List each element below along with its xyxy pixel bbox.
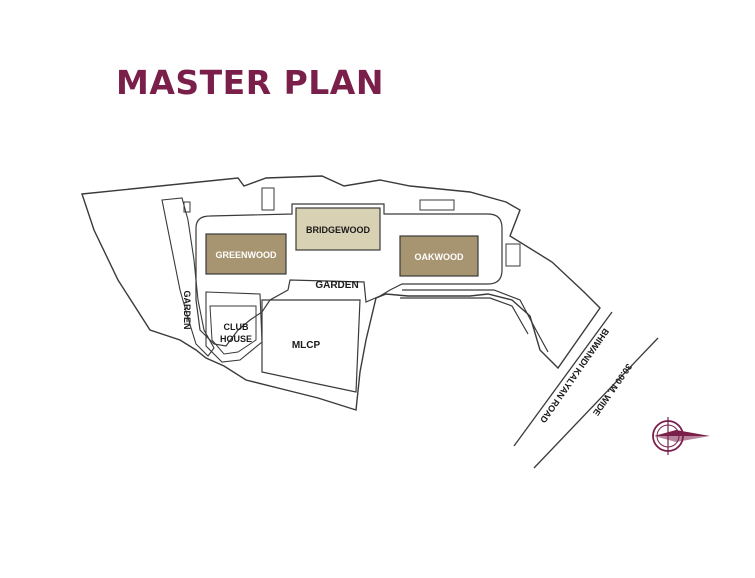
main-road-edge-upper — [513, 311, 613, 447]
building-oakwood — [399, 235, 479, 277]
top-block-2 — [419, 199, 455, 211]
label-bridgewood: BRIDGEWOOD — [306, 225, 370, 235]
label-road-width: 30.00 M. WIDE — [591, 362, 634, 418]
label-garden-left: GARDEN — [182, 290, 192, 329]
label-mlcp: MLCP — [292, 340, 321, 351]
access-road — [402, 289, 549, 353]
page-title: MASTER PLAN — [116, 63, 384, 102]
club-house-inner — [209, 305, 257, 355]
access-road-inner — [400, 297, 529, 335]
building-bridgewood — [295, 207, 381, 251]
mlcp-plot — [261, 299, 361, 393]
label-oakwood: OAKWOOD — [415, 252, 464, 262]
label-club-house-line2: HOUSE — [220, 334, 252, 344]
main-road-edge-lower — [533, 337, 659, 469]
compass-north-arrow-icon — [652, 417, 710, 455]
garden-strip — [161, 197, 215, 357]
top-block-1 — [261, 187, 275, 211]
building-greenwood — [205, 233, 287, 275]
garden-strip-marker — [183, 201, 191, 213]
label-club-house-line1: CLUB — [224, 322, 249, 332]
right-block — [505, 243, 521, 267]
label-greenwood: GREENWOOD — [215, 250, 277, 260]
club-house-plot — [205, 291, 263, 363]
inner-road — [195, 203, 503, 347]
label-garden-center: GARDEN — [315, 280, 358, 291]
